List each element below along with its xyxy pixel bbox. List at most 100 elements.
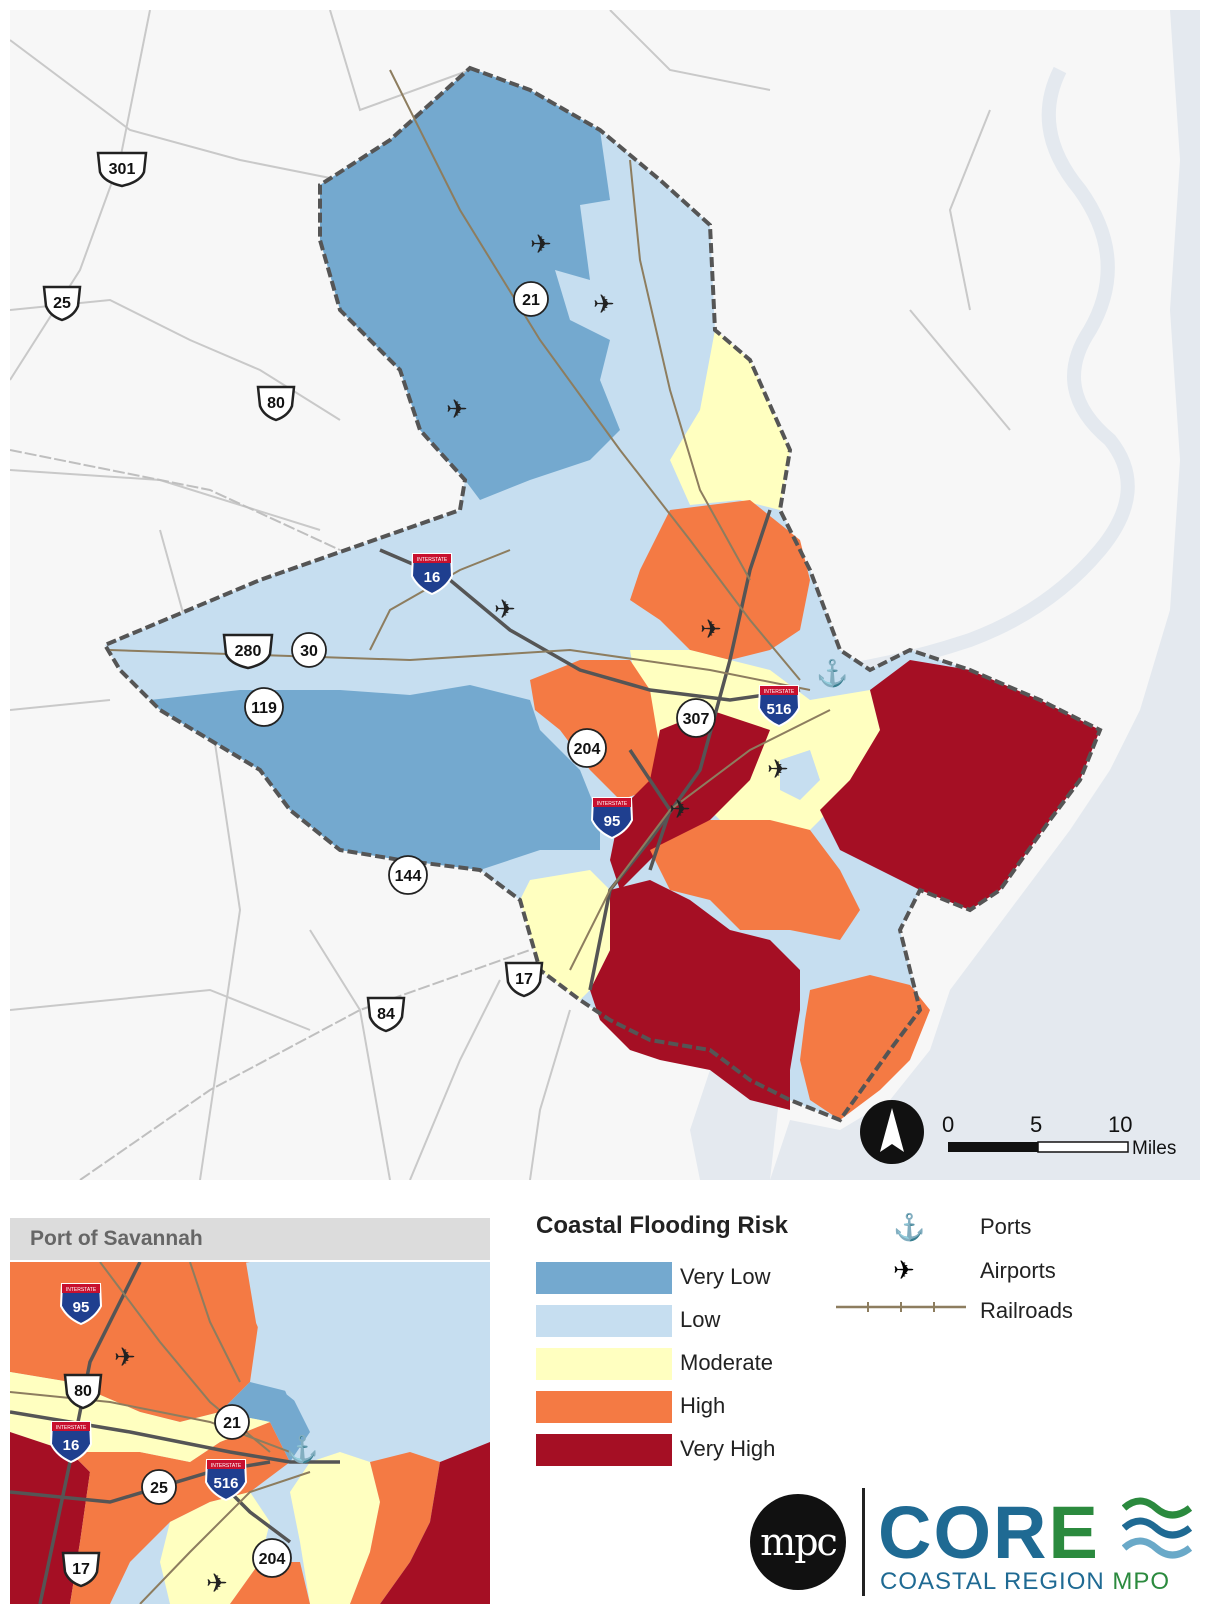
airplane-icon: ✈ xyxy=(893,1255,915,1285)
us-route-17-shield: 17 xyxy=(504,961,544,998)
county-boundary xyxy=(102,65,1103,1123)
swatch-very-low xyxy=(536,1262,672,1294)
airplane-icon: ✈ xyxy=(700,614,722,644)
zone-very-high-south xyxy=(590,880,800,1110)
wave-icon xyxy=(1122,1497,1192,1559)
scale-tick-5: 5 xyxy=(1030,1112,1042,1137)
anchor-icon: ⚓ xyxy=(816,658,848,688)
us-route-301-shield: 301 xyxy=(96,151,148,188)
swatch-moderate xyxy=(536,1348,672,1380)
zone-very-high-central xyxy=(610,710,770,890)
savannah-river xyxy=(848,66,1135,677)
swatch-low xyxy=(536,1305,672,1337)
inset-map[interactable]: ✈ ✈ ⚓ INTERSTATE958021INTERSTATE1625INTE… xyxy=(10,1262,490,1604)
highway-number: 30 xyxy=(300,643,318,660)
highway-number: 95 xyxy=(604,813,621,830)
interstate-banner: INTERSTATE xyxy=(417,557,448,563)
scale-tick-10: 10 xyxy=(1108,1112,1132,1137)
us-route-280-shield: 280 xyxy=(222,633,274,670)
state-route-204-shield: 204 xyxy=(252,1538,292,1578)
core-logo: CORE xyxy=(878,1490,1100,1575)
swatch-high xyxy=(536,1391,672,1423)
interstate-banner: INTERSTATE xyxy=(66,1287,97,1293)
highway-number: 119 xyxy=(251,700,277,717)
state-route-21-shield: 21 xyxy=(214,1404,250,1440)
interstate-banner: INTERSTATE xyxy=(56,1425,87,1431)
airplane-icon: ✈ xyxy=(494,594,516,624)
highway-number: 301 xyxy=(109,161,136,178)
scale-unit: Miles xyxy=(1132,1138,1176,1159)
zone-low-pocket xyxy=(780,750,820,800)
legend-label-high: High xyxy=(680,1393,726,1418)
zone-high-southcentral xyxy=(650,820,860,940)
scale-tick-0: 0 xyxy=(942,1112,954,1137)
zone-moderate-northeast xyxy=(670,330,790,510)
highway-number: 204 xyxy=(259,1551,286,1568)
legend-label-moderate: Moderate xyxy=(680,1350,773,1375)
inset-moderate-east xyxy=(290,1452,380,1604)
anchor-icon: ⚓ xyxy=(893,1212,926,1242)
interstate-route-516-shield: INTERSTATE 516 xyxy=(757,685,801,728)
state-route-204-shield: 204 xyxy=(567,728,607,768)
inset-very-low-central xyxy=(220,1382,310,1462)
highway-number: 21 xyxy=(223,1415,241,1432)
legend-label-railroads: Railroads xyxy=(980,1298,1073,1323)
us-route-25-shield: 25 xyxy=(42,285,82,322)
state-route-30-shield: 30 xyxy=(291,632,327,668)
interstate-banner: INTERSTATE xyxy=(764,689,795,695)
highway-number: 16 xyxy=(424,569,441,586)
core-subtitle: COASTAL REGION MPO xyxy=(880,1568,1170,1596)
core-subtitle-main: COASTAL REGION xyxy=(880,1568,1105,1595)
inset-moderate-south xyxy=(160,1492,270,1604)
highway-number: 17 xyxy=(515,971,533,988)
us-route-84-shield: 84 xyxy=(366,996,406,1033)
railroad-line xyxy=(836,1302,966,1312)
us-route-80-shield: 80 xyxy=(256,385,296,422)
ocean xyxy=(770,10,1200,1180)
highway-number: 280 xyxy=(235,643,262,660)
airplane-icon: ✈ xyxy=(446,394,468,424)
inset-very-high-east xyxy=(380,1442,490,1604)
highway-number: 80 xyxy=(74,1383,92,1400)
state-route-21-shield: 21 xyxy=(513,281,549,317)
zone-very-low-north xyxy=(320,68,620,500)
main-map[interactable]: ✈ ✈ ✈ ✈ ✈ ✈ ✈ ⚓ 301258021INTERSTATE16280… xyxy=(10,10,1200,1180)
mpc-logo: mpc xyxy=(750,1494,846,1590)
inset-high-east xyxy=(350,1452,440,1604)
airplane-icon: ✈ xyxy=(114,1342,136,1372)
highway-number: 25 xyxy=(53,295,71,312)
airplane-icon: ✈ xyxy=(767,754,789,784)
legend-label-low: Low xyxy=(680,1307,721,1332)
legend-label-airports: Airports xyxy=(980,1258,1056,1283)
core-letters: COR xyxy=(878,1491,1049,1574)
state-route-144-shield: 144 xyxy=(388,855,428,895)
background-railroads xyxy=(10,449,531,1180)
zone-very-low-southwest xyxy=(150,685,600,870)
zone-low-base xyxy=(105,68,1100,1120)
legend-title: Coastal Flooding Risk xyxy=(536,1212,789,1239)
highway-number: 17 xyxy=(72,1561,90,1578)
inset-title-bar: Port of Savannah xyxy=(10,1218,490,1260)
state-route-119-shield: 119 xyxy=(244,687,284,727)
highway-number: 80 xyxy=(267,395,285,412)
inset-high-southcentral xyxy=(230,1562,310,1604)
airplane-icon: ✈ xyxy=(593,289,615,319)
state-route-25-shield: 25 xyxy=(141,1469,177,1505)
highway-number: 516 xyxy=(766,701,791,718)
interstate-banner: INTERSTATE xyxy=(211,1463,242,1469)
inset-title: Port of Savannah xyxy=(30,1227,203,1250)
core-subtitle-mpo: MPO xyxy=(1112,1568,1171,1595)
anchor-icon: ⚓ xyxy=(286,1434,318,1464)
zone-high-island xyxy=(800,975,930,1120)
us-route-80-shield: 80 xyxy=(63,1373,103,1410)
north-arrow-icon xyxy=(860,1100,924,1164)
logo-divider xyxy=(862,1488,865,1596)
interstate-route-16-shield: INTERSTATE 16 xyxy=(410,553,454,596)
state-route-307-shield: 307 xyxy=(676,698,716,738)
highway-number: 21 xyxy=(522,292,540,309)
